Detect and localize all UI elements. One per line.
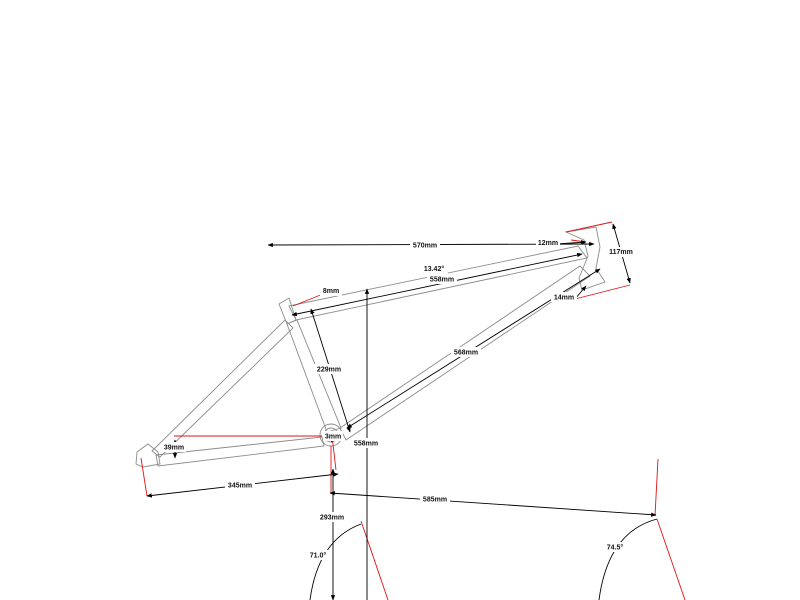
label-chainstay-length: 345mm [225, 480, 255, 490]
angle-arcs [309, 518, 658, 600]
label-top-tube-horizontal: 570mm [410, 240, 440, 250]
seat-stay [151, 319, 294, 458]
svg-text:293mm: 293mm [320, 514, 344, 521]
svg-text:3mm: 3mm [325, 433, 341, 440]
svg-text:74.5°: 74.5° [607, 543, 624, 551]
svg-text:558mm: 558mm [354, 440, 378, 447]
label-seat-top-offset: 8mm [320, 286, 342, 296]
svg-text:345mm: 345mm [228, 482, 252, 489]
label-seat-tube-length: 229mm [314, 364, 344, 374]
svg-text:14mm: 14mm [554, 294, 574, 301]
svg-text:8mm: 8mm [323, 288, 339, 295]
seat-tube [286, 319, 342, 433]
label-bb-height: 293mm [317, 512, 347, 522]
rear-dropout [135, 443, 161, 468]
seat-cluster [278, 297, 297, 325]
label-stack-height: 558mm [351, 438, 381, 448]
label-top-tube-actual: 558mm [427, 274, 457, 284]
label-head-angle: 74.5° [603, 542, 627, 552]
dimension-labels: 570mm 12mm 117mm 13.42° 558mm 8mm 14mm [162, 238, 635, 560]
label-bb-offset: 3mm [323, 431, 343, 441]
svg-text:229mm: 229mm [317, 366, 341, 373]
svg-text:568mm: 568mm [454, 349, 478, 356]
chain-stay [155, 436, 325, 467]
svg-text:39mm: 39mm [164, 444, 184, 451]
label-seat-angle: 71.0° [306, 550, 330, 560]
label-wheelbase-front: 585mm [420, 494, 450, 504]
svg-text:570mm: 570mm [413, 242, 437, 249]
frame-tubes [135, 226, 606, 468]
label-dropout-offset: 39mm [162, 442, 186, 452]
svg-text:71.0°: 71.0° [310, 551, 327, 559]
label-top-tube-angle: 13.42° [420, 264, 448, 274]
label-head-tube-top-offset: 12mm [536, 238, 560, 248]
svg-text:12mm: 12mm [538, 240, 558, 247]
svg-text:558mm: 558mm [430, 276, 454, 283]
svg-text:13.42°: 13.42° [424, 265, 445, 273]
label-head-tube-length: 117mm [607, 247, 635, 257]
head-angle-arc [598, 518, 658, 600]
seat-angle-arc [309, 523, 362, 600]
svg-text:585mm: 585mm [423, 496, 447, 503]
label-down-tube-length: 568mm [451, 347, 481, 357]
label-head-tube-bottom-offset: 14mm [551, 292, 577, 302]
svg-text:117mm: 117mm [609, 249, 633, 256]
